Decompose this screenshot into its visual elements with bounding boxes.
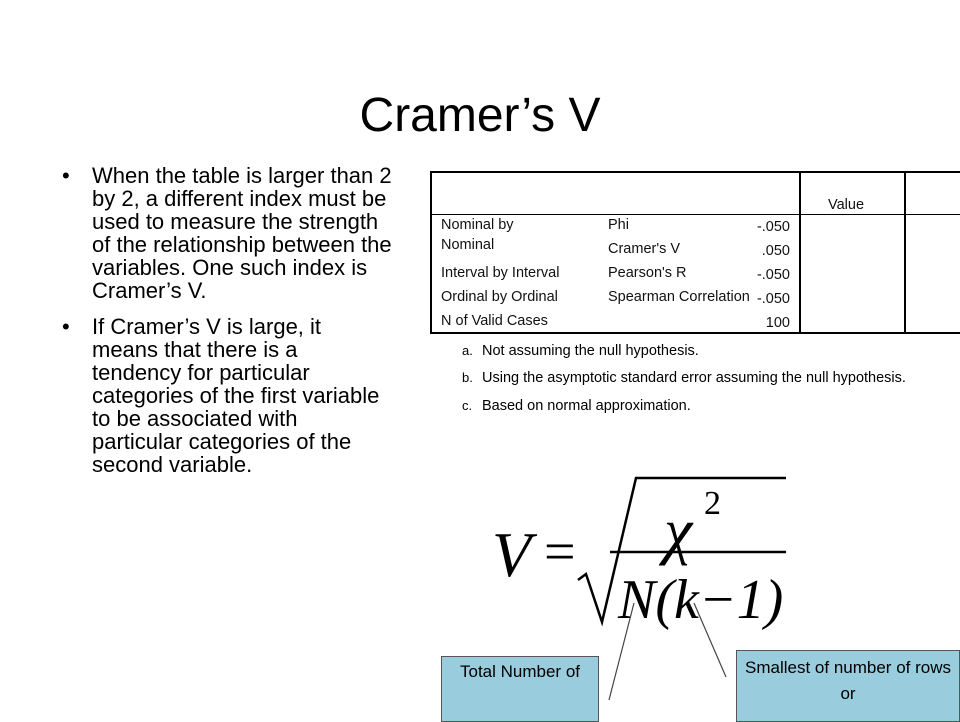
table-cell: 100 (765, 315, 790, 331)
table-border-bottom (430, 332, 960, 334)
table-divider (904, 171, 906, 334)
table-cell: Pearson's R (608, 265, 687, 281)
table-cell: Phi (608, 217, 629, 233)
footnote-text: Using the asymptotic standard error assu… (482, 370, 906, 386)
table-cell: -.050 (756, 291, 790, 307)
cramers-v-formula: V = χ 2 N(k−1) (492, 476, 786, 631)
table-cell: -.050 (756, 267, 790, 283)
bullet-text: If Cramer’s V is large, it means that th… (92, 314, 380, 477)
bullet-dot: • (62, 314, 70, 339)
table-cell: Ordinal by Ordinal (441, 289, 558, 305)
pointer-line-right (693, 602, 727, 678)
footnote-letter: a. (462, 343, 473, 358)
square-root-sign (577, 476, 786, 627)
table-border-top (430, 171, 960, 173)
symmetric-measures-table: Value Nominal by Phi -.050 Nominal Crame… (430, 171, 960, 334)
table-cell: -.050 (756, 219, 790, 235)
callout-total-number: Total Number of (441, 656, 599, 722)
table-divider (799, 171, 801, 334)
callout-text: Total Number of (460, 662, 580, 681)
bullet-list: • When the table is larger than 2 by 2, a… (62, 164, 392, 489)
table-cell: N of Valid Cases (441, 313, 548, 329)
bullet-item: • When the table is larger than 2 by 2, a… (62, 164, 392, 302)
formula-denominator: N(k−1) (617, 569, 783, 631)
formula-exponent: 2 (704, 485, 721, 522)
formula-numerator: χ (658, 495, 694, 566)
table-header-value: Value (828, 197, 865, 213)
bullet-item: • If Cramer’s V is large, it means that t… (62, 315, 392, 476)
formula-equals: = (544, 521, 576, 583)
table-footnote: c. Based on normal approximation. (462, 398, 922, 414)
callout-smallest-number: Smallest of number of rows or (736, 650, 960, 722)
table-footnote: b. Using the asymptotic standard error as… (462, 370, 922, 386)
table-footnote: a. Not assuming the null hypothesis. (462, 343, 922, 359)
footnote-letter: b. (462, 370, 473, 385)
table-cell: Spearman Correlation (608, 289, 750, 305)
footnote-text: Based on normal approximation. (482, 398, 691, 414)
pointer-line-left (608, 602, 635, 701)
table-cell: Nominal (441, 237, 495, 253)
slide-title: Cramer’s V (359, 89, 601, 142)
formula-lhs: V (492, 519, 538, 590)
table-cell: Cramer's V (608, 241, 681, 257)
footnote-letter: c. (462, 398, 473, 413)
bullet-dot: • (62, 163, 70, 188)
table-cell: .050 (761, 243, 790, 259)
bullet-text: When the table is larger than 2 by 2, a … (92, 163, 392, 303)
table-cell: Interval by Interval (441, 265, 560, 281)
table-border-left (430, 171, 432, 334)
table-cell: Nominal by (441, 217, 514, 233)
callout-text: Smallest of number of rows or (745, 658, 951, 703)
footnote-text: Not assuming the null hypothesis. (482, 343, 699, 359)
table-header-line (430, 214, 960, 215)
